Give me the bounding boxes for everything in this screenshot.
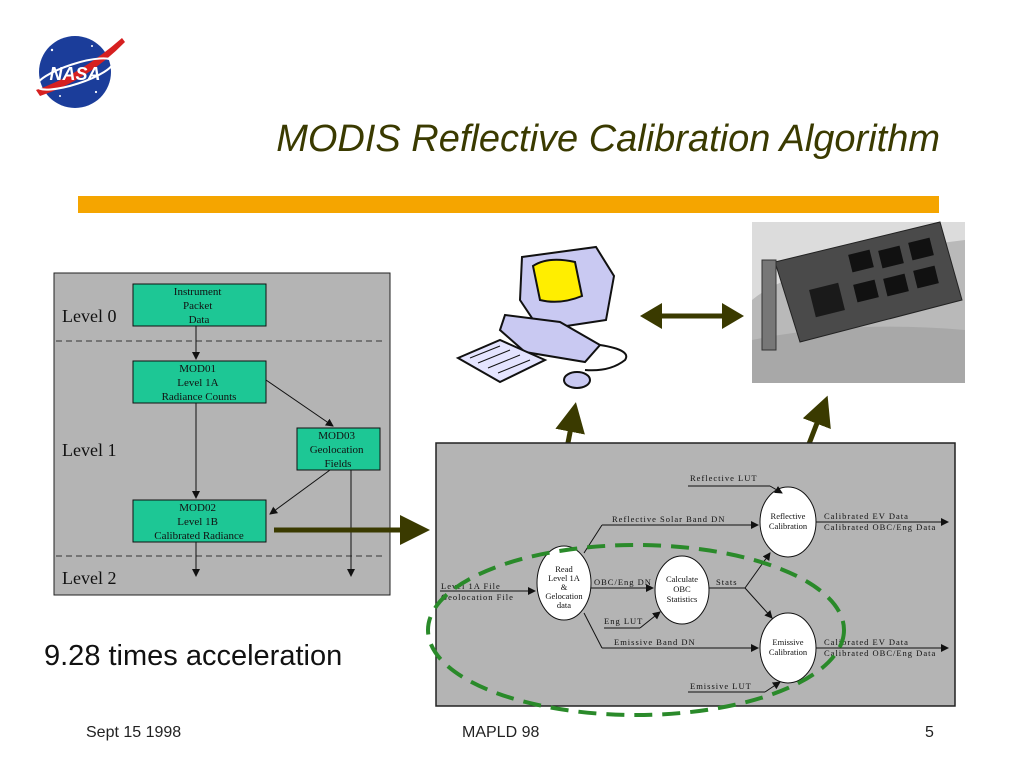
svg-text:&: & xyxy=(561,582,568,592)
reflective-solar-label: Reflective Solar Band DN xyxy=(612,514,725,524)
level-2-label: Level 2 xyxy=(62,568,116,588)
mod03-line-2: Geolocation xyxy=(310,444,364,456)
level-0-label: Level 0 xyxy=(62,306,116,326)
read-node-2: Level 1A xyxy=(548,573,581,583)
svg-text:Calibration: Calibration xyxy=(769,521,808,531)
reflective-node-2: Calibration xyxy=(769,521,808,531)
acceleration-caption: 9.28 times acceleration xyxy=(44,640,343,672)
mod03-line-1: MOD03 xyxy=(318,430,355,442)
circuit-board-image xyxy=(752,221,965,383)
instrument-line-3: Data xyxy=(189,314,210,326)
svg-text:OBC: OBC xyxy=(673,584,691,594)
mod01-line-3: Radiance Counts xyxy=(162,391,237,403)
footer-conference: MAPLD 98 xyxy=(462,724,540,741)
mod01-line-1: MOD01 xyxy=(179,363,216,375)
stats-label: Stats xyxy=(716,577,738,587)
emissive-lut-label: Emissive LUT xyxy=(690,681,752,691)
svg-text:Calculate: Calculate xyxy=(666,574,698,584)
emissive-band-label: Emissive Band DN xyxy=(614,637,696,647)
read-node-3: & xyxy=(561,582,568,592)
mod01-line-2: Level 1A xyxy=(177,377,218,389)
svg-text:MOD02 Level 1B Cal: MOD02 Level 1B Calibrated Radiance xyxy=(154,502,244,542)
svg-text:Reflective: Reflective xyxy=(771,511,806,521)
footer-date: Sept 15 1998 xyxy=(86,724,182,741)
read-node-4: Gelocation xyxy=(545,591,583,601)
geolocation-file-label: Geolocation File xyxy=(441,592,514,602)
svg-text:Read: Read xyxy=(555,564,573,574)
svg-text:data: data xyxy=(557,600,571,610)
instrument-line-2: Packet xyxy=(183,300,212,312)
mod02-line-1: MOD02 xyxy=(179,502,216,514)
double-arrow xyxy=(640,303,744,329)
svg-text:MOD01 Level 1A Rad: MOD01 Level 1A Radiance Counts xyxy=(162,363,237,403)
eng-lut-label: Eng LUT xyxy=(604,616,643,626)
mod02-line-3: Calibrated Radiance xyxy=(154,530,244,542)
svg-text:Gelocation: Gelocation xyxy=(545,591,583,601)
svg-text:Level 1A: Level 1A xyxy=(548,573,581,583)
levels-diagram: Level 0 Level 1 Level 2 Instrument Packe… xyxy=(53,272,391,596)
cal-obc-2-label: Calibrated OBC/Eng Data xyxy=(824,648,936,658)
svg-text:Calibration: Calibration xyxy=(769,647,808,657)
cal-obc-1-label: Calibrated OBC/Eng Data xyxy=(824,522,936,532)
computer-icon xyxy=(455,245,628,389)
calc-node-2: OBC xyxy=(673,584,691,594)
read-node-1: Read xyxy=(555,564,573,574)
emissive-node-1: Emissive xyxy=(772,637,803,647)
reflective-node-1: Reflective xyxy=(771,511,806,521)
slide-title: MODIS Reflective Calibration Algorithm xyxy=(276,118,940,160)
svg-text:Emissive: Emissive xyxy=(772,637,803,647)
emissive-node-2: Calibration xyxy=(769,647,808,657)
nasa-logo: NASA xyxy=(35,36,125,108)
cal-ev-1-label: Calibrated EV Data xyxy=(824,511,909,521)
logo-text: NASA xyxy=(49,64,100,84)
calc-node-1: Calculate xyxy=(666,574,698,584)
mod03-line-3: Fields xyxy=(325,458,352,470)
calc-node-3: Statistics xyxy=(667,594,698,604)
level-1-label: Level 1 xyxy=(62,440,116,460)
reflective-lut-label: Reflective LUT xyxy=(690,473,758,483)
svg-text:Statistics: Statistics xyxy=(667,594,698,604)
svg-text:MOD03 Geolocation: MOD03 Geolocation Fields xyxy=(310,430,367,470)
svg-text:Instrument Packet: Instrument Packet Data xyxy=(174,286,224,326)
level1a-file-label: Level 1A File xyxy=(441,581,501,591)
obc-eng-label: OBC/Eng DN xyxy=(594,577,652,587)
footer-page-number: 5 xyxy=(925,724,934,741)
instrument-line-1: Instrument xyxy=(174,286,222,298)
mod02-line-2: Level 1B xyxy=(177,516,218,528)
cal-ev-2-label: Calibrated EV Data xyxy=(824,637,909,647)
highlight-ellipse xyxy=(426,543,846,717)
title-rule xyxy=(78,196,939,213)
flow-diagram: Read Level 1A & Gelocation data Calculat… xyxy=(435,442,956,707)
read-node-5: data xyxy=(557,600,571,610)
